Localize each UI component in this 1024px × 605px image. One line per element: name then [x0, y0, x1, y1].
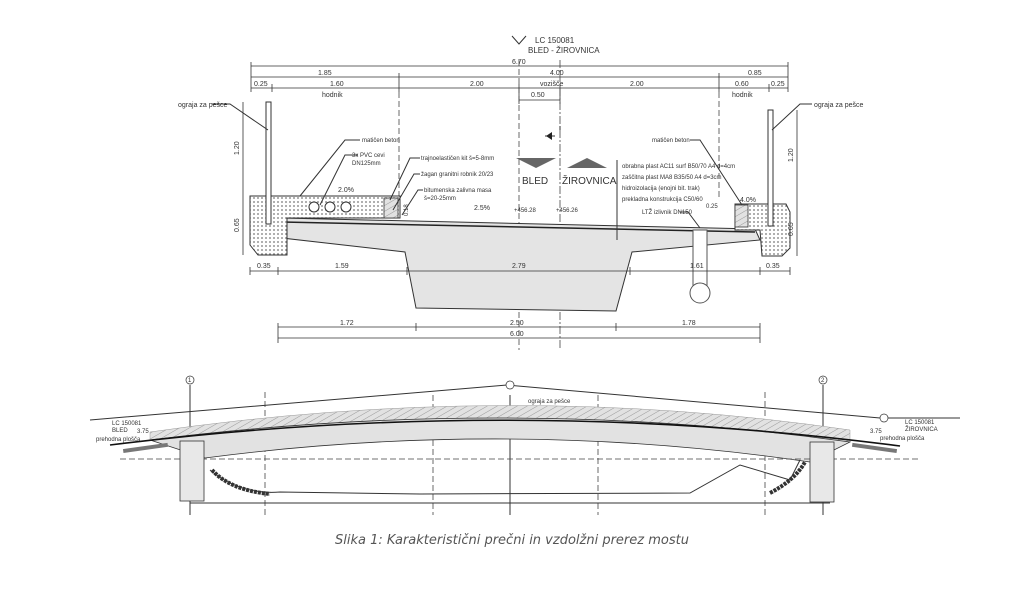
direction-zirovnica: ŽIROVNICA [562, 174, 617, 187]
direction-up-icon [567, 158, 607, 168]
dim-middle: 4.00 [550, 70, 564, 77]
top-dimensions: 6.70 1.85 4.00 0.85 0.25 1.60 2.00 2.00 … [250, 59, 789, 104]
left-road-id: LC 150081 [112, 421, 142, 427]
drain-pipe [689, 229, 711, 304]
dim-sub: 1.60 [330, 81, 344, 88]
dim-mid: 2.79 [512, 263, 526, 270]
left-curb-cap [249, 195, 401, 256]
longitudinal-section: 1 2 LC 150081 BLED LC 150081 ŽIROVNICA o… [89, 375, 960, 515]
direction-bled: BLED [522, 176, 548, 187]
dim-mid: 0.35 [766, 263, 780, 270]
cross-section: LC 150081 BLED - ŽIROVNICA 6.70 1.85 4.0… [178, 35, 864, 350]
label-layer: obrabna plast AC11 surf B50/70 A4 d=4cm [622, 164, 735, 170]
label-concrete-right: matičen beton [652, 138, 690, 144]
label-drain: LTŽ izlivnik DN150 [642, 208, 693, 216]
direction-down-icon [516, 158, 556, 168]
height-cap-left: 0.65 [234, 218, 241, 232]
left-place: BLED [112, 428, 128, 434]
label-layer: prekladna konstrukcija C50/60 [622, 197, 703, 203]
label-railing-right: ograja za pešce [814, 102, 864, 109]
dim-mid: 1.61 [690, 263, 704, 270]
elevation: +456.26 [556, 208, 579, 214]
label-railing-left: ograja za pešce [178, 102, 228, 109]
dim-sub: 2.00 [630, 81, 644, 88]
dim-right: 0.85 [748, 70, 762, 77]
axis-1-label: 1 [188, 378, 192, 384]
deck-girder [149, 417, 852, 463]
dim-bottom-total: 6.00 [510, 331, 524, 338]
right-place: ŽIROVNICA [905, 425, 938, 433]
label-concrete-left: matičen beton [362, 138, 400, 144]
elevation: +456.28 [514, 208, 537, 214]
dim-sub: 0.25 [771, 81, 785, 88]
label-sealant: trajnoelastičen kit š=5-8mm [421, 156, 494, 162]
right-road-id: LC 150081 [905, 420, 935, 426]
figure-caption: Slika 1: Karakteristični prečni in vzdol… [335, 533, 689, 548]
dim-left: 1.85 [318, 70, 332, 77]
road-id: LC 150081 [535, 36, 575, 45]
sidewalk-right-label: hodnik [732, 92, 753, 99]
slope-left: 2.0% [338, 187, 354, 194]
railing-label: ograja za pešce [528, 399, 571, 405]
dim-mid: 1.59 [335, 263, 349, 270]
height-cap-right: 0.65 [788, 222, 795, 236]
axis-2-label: 2 [821, 378, 825, 384]
slope-right: 4.0% [740, 197, 756, 204]
curb-height: 0.18 [404, 204, 410, 216]
label-curb: žagan granitni robnik 20/23 [421, 172, 494, 178]
dim-bottom: 1.78 [682, 320, 696, 327]
height-rail-right: 1.20 [788, 148, 795, 162]
dim-bottom: 2.50 [510, 320, 524, 327]
dim-mid: 0.35 [257, 263, 271, 270]
label-bitumen: bitumenska zalivna masa [424, 188, 492, 194]
dim-left: 3.75 [137, 429, 149, 435]
deck-structure [281, 217, 761, 312]
label-layer: hidroizolacija (enojni bit. trak) [622, 186, 700, 192]
pier-left [179, 440, 205, 502]
label-pvc: DN125mm [352, 161, 381, 167]
dim-bottom: 1.72 [340, 320, 354, 327]
pier-right [809, 441, 835, 503]
dim-sub: 0.60 [735, 81, 749, 88]
railing-left [265, 101, 272, 225]
dim-sub: 2.00 [470, 81, 484, 88]
label-pvc: 3x PVC cevi [352, 153, 385, 159]
slope-mid: 2.5% [474, 205, 490, 212]
railing-right [767, 109, 774, 227]
height-rail-left: 1.20 [234, 141, 241, 155]
slab-right-label: prehodna plošča [880, 436, 925, 442]
right-curb-cap [734, 203, 791, 257]
dim-offset: 0.50 [531, 92, 545, 99]
slab-left-label: prehodna plošča [96, 437, 141, 443]
dim-right: 3.75 [870, 429, 882, 435]
label-layer: zaščitna plast MA8 B35/50 A4 d=3cm [622, 175, 722, 181]
drain-width: 0.25 [706, 204, 718, 210]
axis-symbol [511, 35, 527, 45]
dim-sub: 0.25 [254, 81, 268, 88]
label-bitumen: š=20-25mm [424, 196, 456, 202]
road-name: BLED - ŽIROVNICA [528, 46, 600, 55]
carriageway-label: vozišče [540, 81, 563, 88]
sidewalk-left-label: hodnik [322, 92, 343, 99]
